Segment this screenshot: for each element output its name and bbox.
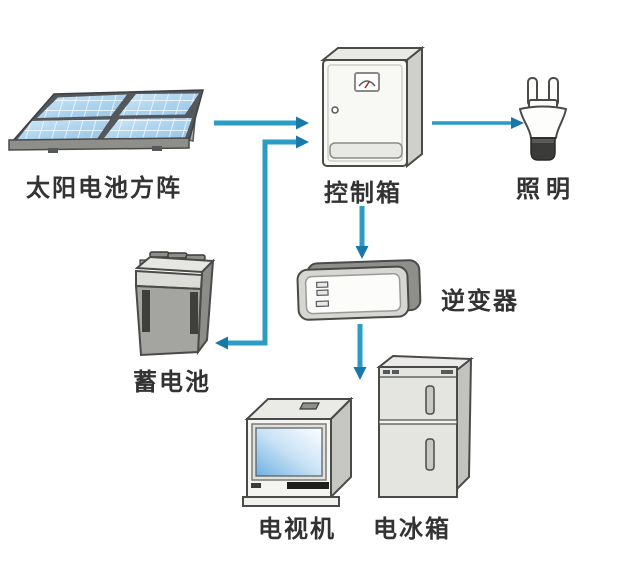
inverter-icon [296, 259, 422, 321]
arrow-solar-to-control-box [214, 116, 309, 130]
label-inverter: 逆变器 [441, 288, 519, 315]
label-solar-array: 太阳电池方阵 [26, 175, 182, 202]
label-control-box: 控制箱 [324, 180, 402, 207]
arrow-control-box-to-lighting [432, 117, 524, 129]
label-lighting: 照明 [516, 176, 576, 203]
connector-arrows [214, 116, 524, 380]
label-battery: 蓄电池 [133, 369, 211, 396]
arrow-control-box-to-inverter [355, 206, 369, 259]
control-cabinet-icon [320, 45, 425, 169]
battery-icon [134, 251, 216, 357]
arrow-inverter-to-appliances [353, 324, 367, 380]
solar-panel-icon [8, 89, 204, 153]
label-tv: 电视机 [258, 516, 336, 543]
arrow-battery-control-box [215, 135, 309, 350]
meter-gauge-icon [354, 72, 380, 92]
label-fridge: 电冰箱 [373, 516, 451, 543]
tv-icon [242, 396, 354, 507]
plug-bulb-icon [519, 77, 567, 161]
keyhole-icon [331, 106, 339, 114]
fridge-icon [376, 354, 474, 498]
